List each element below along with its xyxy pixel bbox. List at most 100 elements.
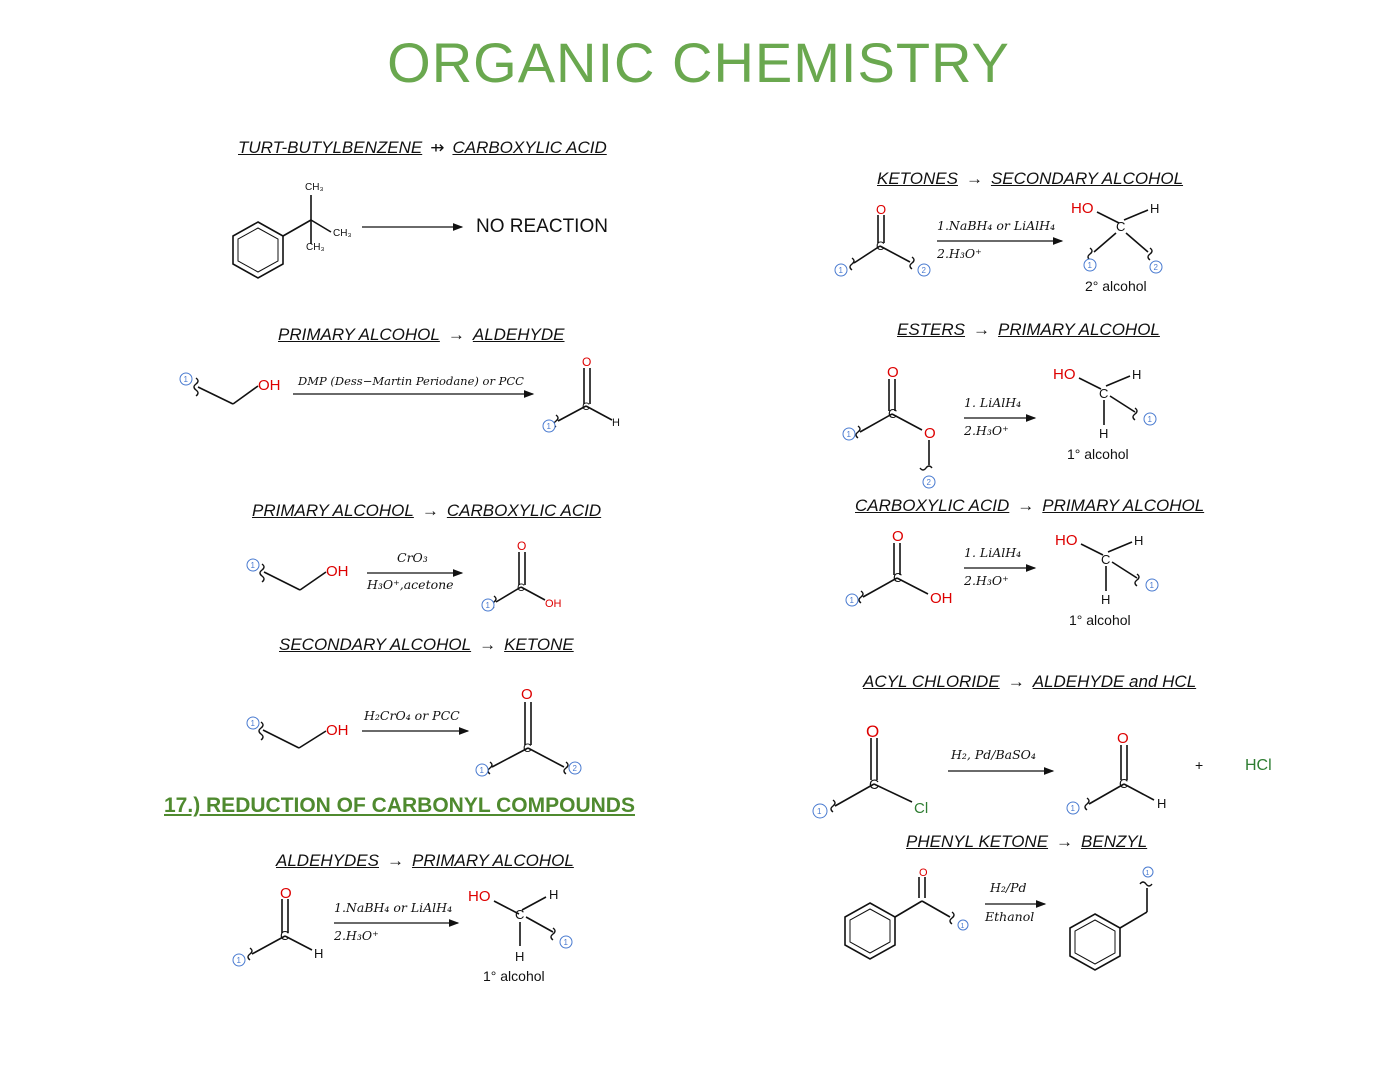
r7-reagent-top: 1. LiAlH₄ [964, 395, 1022, 410]
svg-text:H: H [1157, 796, 1166, 811]
svg-text:2: 2 [922, 266, 927, 275]
r5-structures: O C H 1 HO H C H 1 [232, 885, 573, 967]
r9-reagent: H₂, Pd/BaSO₄ [951, 747, 1036, 762]
section-heading: 17.) REDUCTION OF CARBONYL COMPOUNDS [164, 794, 635, 818]
svg-text:1: 1 [961, 923, 965, 930]
arrow-icon: → [1007, 672, 1025, 691]
svg-text:O: O [866, 722, 879, 741]
tert-butylbenzene-structure [232, 195, 332, 279]
svg-text:1: 1 [1071, 804, 1076, 813]
svg-text:C: C [280, 928, 289, 943]
no-reaction-label: NO REACTION [476, 216, 608, 237]
r4-reactant: SECONDARY ALCOHOL [279, 635, 472, 654]
r2-structures: OH 1 O C H 1 [179, 355, 620, 433]
arrow-icon: → [1017, 496, 1035, 515]
plus-sign: + [1195, 757, 1204, 773]
svg-text:OH: OH [326, 563, 349, 580]
r1-product: CARBOXYLIC ACID [452, 138, 607, 157]
heading-r2: PRIMARY ALCOHOL → ALDEHYDE [278, 325, 565, 345]
svg-text:O: O [887, 364, 899, 381]
r4-reagent: H₂CrO₄ or PCC [364, 708, 460, 723]
r2-reagent: DMP (Dess−Martin Periodane) or PCC [298, 374, 524, 388]
r5-reagent-top: 1.NaBH₄ or LiAlH₄ [334, 900, 453, 915]
svg-text:H: H [612, 417, 620, 429]
svg-text:HO: HO [1053, 366, 1076, 383]
heading-r3: PRIMARY ALCOHOL → CARBOXYLIC ACID [252, 501, 601, 521]
svg-text:O: O [919, 867, 928, 879]
svg-text:HO: HO [1071, 200, 1094, 217]
svg-text:H: H [515, 949, 524, 964]
svg-text:C: C [869, 776, 879, 792]
svg-text:1: 1 [839, 266, 844, 275]
heading-r8: CARBOXYLIC ACID → PRIMARY ALCOHOL [855, 496, 1204, 516]
r7-product-label: 1° alcohol [1067, 446, 1129, 462]
r3-structures: OH 1 O C OH 1 [246, 539, 562, 612]
r7-reagent-bottom: 2.H₃O⁺ [964, 423, 1009, 438]
svg-text:C: C [1099, 386, 1108, 401]
svg-text:OH: OH [545, 598, 562, 610]
svg-text:1: 1 [1088, 261, 1093, 270]
r8-product-label: 1° alcohol [1069, 612, 1131, 628]
ch3-top: CH₃ [305, 182, 324, 193]
arrow-icon: → [973, 320, 991, 339]
r5-reactant: ALDEHYDES [276, 851, 379, 870]
r9-product: ALDEHYDE and HCL [1032, 672, 1197, 691]
hcl-byproduct: HCl [1245, 757, 1272, 774]
r6-structures: O C 1 2 HO H C 1 2 [834, 200, 1163, 277]
r7-product: PRIMARY ALCOHOL [998, 320, 1160, 339]
arrow-icon: → [386, 851, 404, 870]
r8-reagent-bottom: 2.H₃O⁺ [964, 573, 1009, 588]
svg-text:1: 1 [1150, 581, 1155, 590]
r6-product: SECONDARY ALCOHOL [990, 169, 1184, 188]
r2-reactant: PRIMARY ALCOHOL [278, 325, 440, 344]
r3-product: CARBOXYLIC ACID [446, 501, 602, 520]
svg-text:1: 1 [480, 766, 485, 775]
svg-text:O: O [582, 355, 591, 369]
svg-text:1: 1 [251, 561, 256, 570]
arrow-icon: → [479, 635, 497, 654]
heading-r9: ACYL CHLORIDE→ALDEHYDE and HCL [863, 672, 1196, 692]
r8-product: PRIMARY ALCOHOL [1042, 496, 1205, 515]
r1-reactant: TURT-BUTYLBENZENE [238, 138, 423, 157]
svg-text:H: H [1101, 592, 1110, 607]
r5-product: PRIMARY ALCOHOL [411, 851, 574, 870]
heading-r6: KETONES→SECONDARY ALCOHOL [877, 169, 1183, 189]
r6-product-label: 2° alcohol [1085, 278, 1147, 294]
r10-product: BENZYL [1081, 832, 1148, 851]
svg-text:2: 2 [1154, 263, 1159, 272]
arrow-icon: → [1056, 832, 1074, 851]
r2-product: ALDEHYDE [472, 325, 565, 344]
svg-text:H: H [549, 887, 558, 902]
svg-text:O: O [517, 539, 526, 553]
svg-text:O: O [892, 528, 904, 545]
r10-structures: O 1 1 [844, 866, 1154, 971]
r6-reagent-bottom: 2.H₃O⁺ [937, 246, 982, 261]
svg-text:O: O [924, 425, 936, 442]
r8-structures: O C OH 1 HO H C H 1 [845, 528, 1159, 607]
r10-reactant: PHENYL KETONE [906, 832, 1049, 851]
heading-r5: ALDEHYDES → PRIMARY ALCOHOL [276, 851, 574, 871]
svg-text:O: O [876, 202, 886, 217]
heading-r7: ESTERS→PRIMARY ALCOHOL [897, 320, 1160, 340]
svg-text:OH: OH [258, 377, 281, 394]
r3-reagent-top: CrO₃ [397, 550, 428, 565]
r10-reagent-bottom: Ethanol [985, 909, 1035, 924]
svg-text:C: C [523, 741, 532, 755]
r8-reactant: CARBOXYLIC ACID [855, 496, 1010, 515]
svg-text:O: O [1117, 730, 1129, 747]
arrow-icon: → [447, 325, 465, 344]
no-reaction-arrow-icon: ⇸ [430, 138, 445, 157]
svg-text:H: H [1134, 533, 1143, 548]
svg-text:C: C [1101, 552, 1110, 567]
r3-reactant: PRIMARY ALCOHOL [252, 501, 414, 520]
ch3-right: CH₃ [333, 228, 352, 239]
svg-text:C: C [893, 570, 902, 585]
svg-text:1: 1 [1148, 415, 1153, 424]
svg-text:H: H [1150, 201, 1159, 216]
arrow-icon: → [421, 501, 439, 520]
ch3-bottom: CH₃ [306, 242, 325, 253]
svg-text:1: 1 [847, 430, 852, 439]
svg-text:1: 1 [817, 807, 822, 816]
r10-reagent-top: H₂/Pd [990, 880, 1027, 895]
